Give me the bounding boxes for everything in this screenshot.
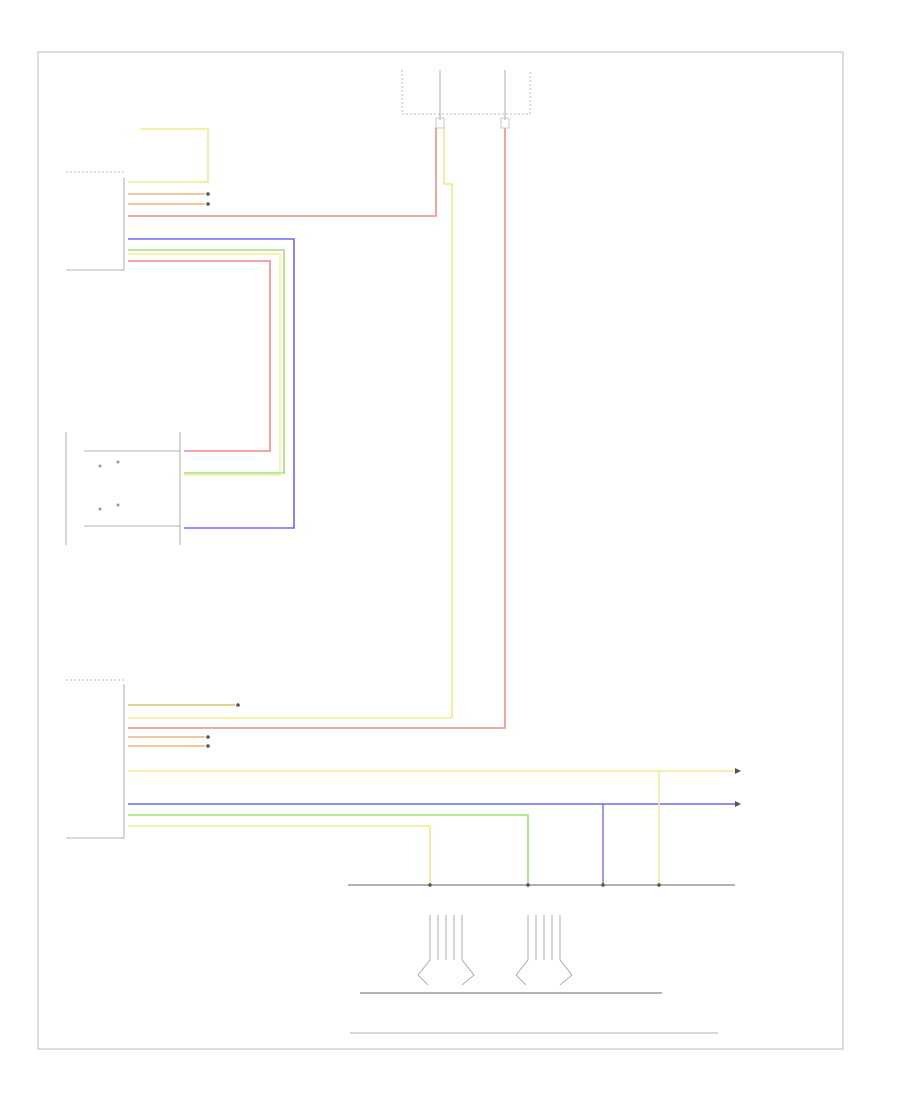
left-heater-element — [417, 915, 475, 986]
front-passenger-module — [66, 171, 125, 271]
wire-red-fuse-left — [128, 128, 437, 217]
wire-red-fuse-right — [128, 128, 506, 729]
connector-dots — [206, 192, 661, 887]
wire-yellow-rear-low — [128, 825, 431, 885]
wire-blue — [128, 238, 295, 529]
arrow-heads — [735, 768, 741, 807]
diagram-frame — [37, 51, 844, 1050]
wire-green — [128, 249, 285, 474]
wire-red-switch — [128, 260, 271, 452]
right-heater-element — [515, 915, 573, 986]
wire-yellow-fuse-left — [128, 128, 453, 719]
wire-yellow-top — [128, 128, 209, 183]
wire-green-rear — [128, 814, 529, 885]
rear-module — [66, 679, 125, 839]
fuse-block — [401, 70, 531, 129]
wire-yellow-switch — [128, 253, 281, 476]
seat-switch — [65, 432, 181, 545]
